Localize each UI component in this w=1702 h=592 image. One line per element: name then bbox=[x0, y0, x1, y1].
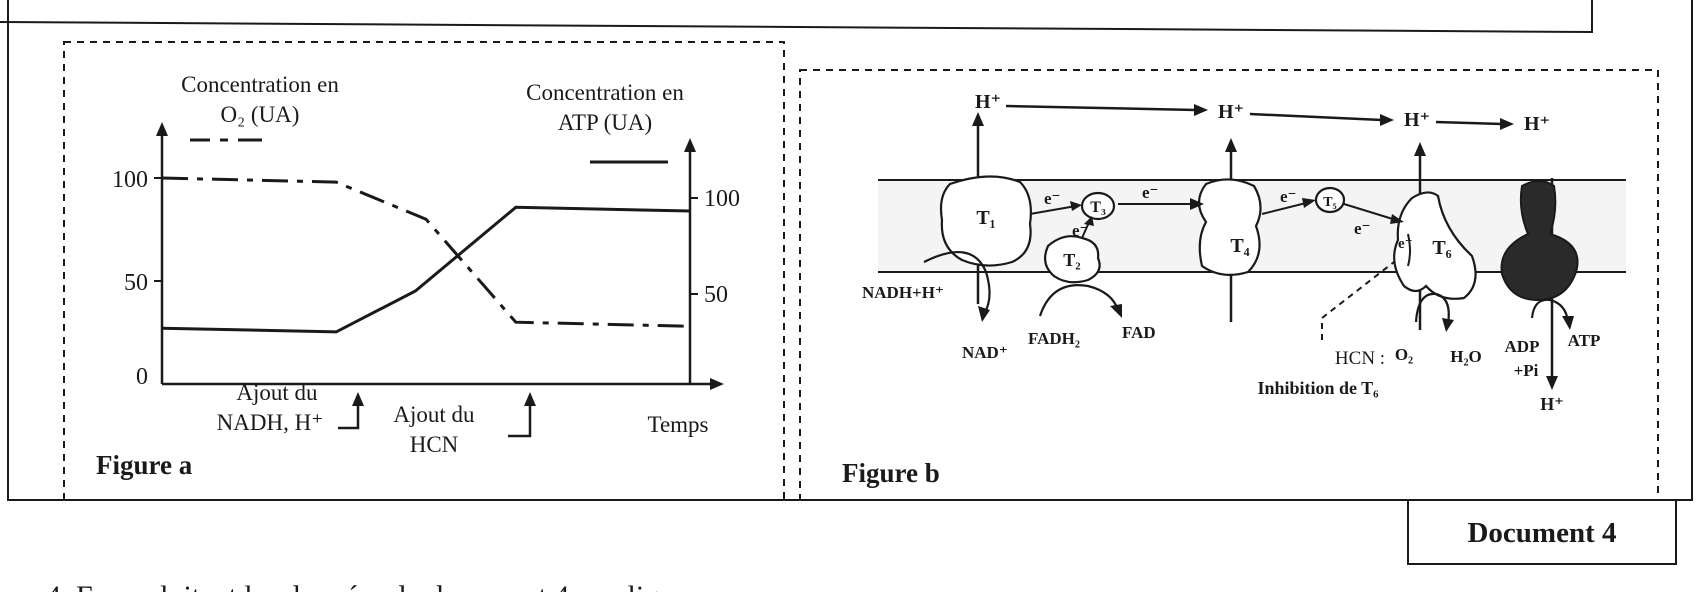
document-label: Document 4 bbox=[1467, 517, 1616, 549]
hcn-label-1: HCN : bbox=[1335, 348, 1385, 369]
figure-a-label: Figure a bbox=[96, 450, 193, 480]
electron-flow-arrows bbox=[1029, 198, 1411, 267]
right-tick-50: 50 bbox=[704, 282, 728, 308]
complex-t4 bbox=[1197, 178, 1262, 277]
atp-series-line bbox=[161, 205, 691, 334]
o2-label: O₂ bbox=[1395, 345, 1413, 364]
electron-label-4: e⁻ bbox=[1280, 187, 1297, 206]
complex-t2 bbox=[1043, 235, 1101, 284]
proton-flow-arrows bbox=[1005, 104, 1514, 130]
atp-synthase bbox=[1500, 180, 1579, 302]
x-axis-arrow bbox=[710, 378, 724, 390]
left-tick-100: 100 bbox=[112, 167, 148, 193]
complex-t6 bbox=[1393, 191, 1477, 300]
t5-label: T₅ bbox=[1323, 195, 1337, 210]
h-plus-1: H⁺ bbox=[975, 91, 1001, 113]
complex-t3 bbox=[1080, 191, 1116, 221]
fad-label: FAD bbox=[1122, 323, 1156, 342]
h-plus-3: H⁺ bbox=[1404, 109, 1430, 131]
left-axis-title-2: O₂ (UA) bbox=[221, 102, 300, 127]
reaction-curves bbox=[923, 250, 1574, 332]
left-axis-title-1: Concentration en bbox=[181, 72, 339, 97]
figure-b: H⁺ H⁺ H⁺ H⁺ T₁ T₂ T₃ T₄ T₅ T₆ bbox=[842, 91, 1626, 488]
top-frame-line bbox=[0, 0, 1593, 34]
document-label-box bbox=[1407, 499, 1677, 565]
t3-label: T₃ bbox=[1090, 199, 1106, 216]
t2-label: T₂ bbox=[1063, 250, 1080, 270]
electron-label-1: e⁻ bbox=[1044, 189, 1061, 208]
h-plus-2: H⁺ bbox=[1218, 101, 1244, 123]
electron-label-3: e⁻ bbox=[1142, 183, 1159, 202]
electron-label-6: e⁻ bbox=[1398, 236, 1413, 252]
t1-label: T₁ bbox=[976, 207, 995, 229]
h2o-label: H₂O bbox=[1450, 347, 1482, 366]
right-tick-100: 100 bbox=[704, 186, 740, 212]
figure-b-frame bbox=[799, 69, 1659, 501]
t4-label: T₄ bbox=[1230, 235, 1249, 257]
adp-label-1: ADP bbox=[1505, 337, 1540, 356]
right-axis-title-1: Concentration en bbox=[526, 80, 684, 105]
event-nadh-label-2: NADH, H⁺ bbox=[217, 410, 324, 435]
figure-a-frame bbox=[63, 41, 785, 501]
atp-label: ATP bbox=[1568, 331, 1601, 350]
event-arrow-hcn bbox=[508, 392, 536, 438]
h-plus-matrix: H⁺ bbox=[1540, 394, 1564, 414]
event-hcn-label-2: HCN bbox=[410, 432, 459, 457]
event-hcn-label-1: Ajout du bbox=[393, 402, 475, 427]
left-tick-0: 0 bbox=[136, 364, 148, 390]
hcn-inhibition-line bbox=[1321, 261, 1395, 340]
x-axis-label: Temps bbox=[648, 412, 709, 437]
electron-label-2: e⁻ bbox=[1072, 221, 1089, 240]
fadh2-label: FADH₂ bbox=[1028, 329, 1080, 348]
right-axis-title-2: ATP (UA) bbox=[558, 110, 652, 135]
h-plus-4: H⁺ bbox=[1524, 113, 1550, 135]
t6-label: T₆ bbox=[1432, 237, 1451, 259]
o2-series-line bbox=[161, 176, 691, 328]
figure-b-label: Figure b bbox=[842, 458, 940, 488]
nadh-label: NADH+H⁺ bbox=[862, 283, 944, 302]
left-tick-50: 50 bbox=[124, 270, 148, 296]
adp-label-2: +Pi bbox=[1514, 361, 1539, 380]
hcn-label-2: Inhibition de T₆ bbox=[1257, 378, 1379, 398]
left-y-axis-arrow bbox=[156, 122, 168, 136]
event-arrow-nadh bbox=[338, 392, 364, 430]
electron-label-5: e⁻ bbox=[1354, 219, 1371, 238]
figure-a: Concentration en O₂ (UA) Concentration e… bbox=[96, 72, 740, 480]
complex-t1 bbox=[939, 175, 1032, 267]
nad-label: NAD⁺ bbox=[962, 343, 1008, 362]
question-text: 4. En exploitant les données du document… bbox=[46, 580, 701, 592]
event-nadh-label-1: Ajout du bbox=[236, 380, 318, 405]
right-y-axis-arrow bbox=[684, 138, 696, 152]
